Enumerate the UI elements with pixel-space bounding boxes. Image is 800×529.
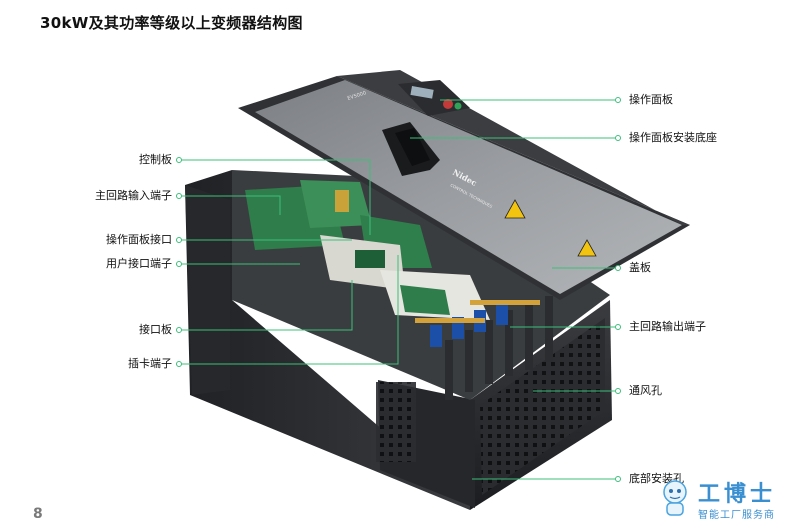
page-number: 8 — [33, 506, 43, 522]
chassis-left-side — [185, 170, 470, 510]
dot-main-input — [176, 193, 182, 199]
label-cover: 盖板 — [629, 261, 651, 274]
dot-main-output — [615, 324, 621, 330]
dot-interface-board — [176, 327, 182, 333]
dot-panel-interface — [176, 237, 182, 243]
dot-bottom-holes — [615, 476, 621, 482]
model-mark: EV5000 — [347, 90, 367, 102]
dot-cover — [615, 265, 621, 271]
dot-operation-panel — [615, 97, 621, 103]
label-operation-panel: 操作面板 — [629, 93, 673, 106]
robot-mascot-icon — [663, 480, 687, 516]
label-main-input-terminal: 主回路输入端子 — [95, 189, 172, 202]
dot-control-board — [176, 157, 182, 163]
label-main-output-terminal: 主回路输出端子 — [629, 320, 706, 333]
dot-user-terminal — [176, 261, 182, 267]
operation-panel-device — [398, 80, 470, 116]
label-panel-mount-base: 操作面板安装底座 — [629, 131, 717, 144]
label-interface-board: 接口板 — [139, 323, 172, 336]
dot-vent — [615, 388, 621, 394]
leader-interface-board — [180, 280, 353, 331]
circuit-boards — [245, 180, 540, 347]
panel-mount — [382, 122, 440, 176]
dot-card-slot — [176, 361, 182, 367]
watermark-name: 工博士 — [698, 482, 777, 507]
label-card-slot-terminal: 插卡端子 — [128, 357, 172, 370]
dot-mount-base — [615, 135, 621, 141]
label-user-interface-terminal: 用户接口端子 — [106, 257, 172, 270]
chassis-front — [376, 300, 612, 510]
leader-control-board — [180, 159, 371, 235]
label-vent-holes: 通风孔 — [629, 384, 662, 397]
leader-card-slot — [180, 255, 399, 365]
watermark: 工博士 智能工厂服务商 — [658, 474, 798, 526]
leader-main-input — [180, 195, 281, 215]
label-control-board: 控制板 — [139, 153, 172, 166]
page-title: 30kW及其功率等级以上变频器结构图 — [40, 14, 303, 32]
leader-lines — [180, 99, 616, 480]
watermark-slogan: 智能工厂服务商 — [698, 510, 775, 521]
label-panel-interface: 操作面板接口 — [106, 233, 172, 246]
